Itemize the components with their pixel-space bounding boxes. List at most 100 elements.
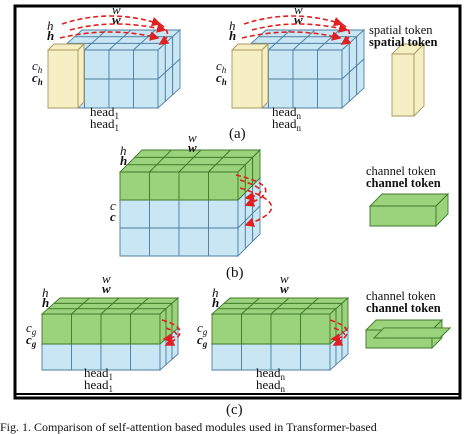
panel-c-h-label-n: h: [212, 285, 219, 300]
front-cell: [208, 171, 239, 201]
panel-a-attention-arrows-n: [241, 15, 352, 45]
panel-c-w-label-1: w: [102, 271, 111, 286]
front-cell: [178, 171, 209, 201]
front-cell: [268, 49, 294, 80]
panel-c-cg-label-n: cg: [197, 320, 208, 337]
panel-b-cube: [118, 148, 262, 258]
panel-a-w-label-1-bold: w: [112, 12, 121, 27]
front-cell: [178, 227, 209, 257]
side-cell: [252, 204, 261, 243]
panel-c-w-label-1-bold: w: [102, 281, 111, 296]
panel-a-w-label-n-bold: w: [294, 12, 303, 27]
panel-a: w w h h ch ch head1 head1 w w h h ch ch …: [32, 2, 437, 142]
front-cell: [300, 313, 331, 345]
panel-b-tag: (b): [226, 265, 244, 281]
panel-c-cg-label-1-bold: cg: [26, 332, 37, 349]
panel-c-channel-token-cube-2: [372, 326, 452, 340]
front-cell: [84, 49, 110, 80]
panel-c-w-label-n-bold: w: [280, 281, 289, 296]
side-cell: [341, 71, 350, 110]
panel-b-channel-token-cube: [368, 192, 450, 228]
front-cell: [119, 171, 150, 201]
panel-a-h-label-n-bold: h: [229, 28, 236, 43]
front-cell: [211, 343, 242, 371]
panel-c-headn-label-bold: headn: [256, 377, 286, 394]
front-cell: [130, 313, 161, 345]
panel-c-head1-cube: [40, 296, 180, 372]
panel-c-attention-arrows-1: [161, 319, 181, 346]
panel-a-ch-label-n: ch: [216, 58, 227, 75]
side-cell: [439, 326, 451, 340]
panel-a-headn-label-bold: headn: [272, 116, 302, 133]
panel-c-cg-label-n-bold: cg: [197, 332, 208, 349]
side-cell: [171, 296, 179, 335]
front-cell: [149, 171, 180, 201]
panel-c-channel-token-label: channel token: [366, 289, 437, 303]
side-cell: [157, 71, 166, 110]
panel-a-ch-label-n-bold: ch: [216, 70, 227, 87]
front-cell: [119, 227, 150, 257]
front-cell: [119, 199, 150, 229]
panel-c-head1-label-bold: head1: [84, 377, 113, 394]
panel-b-c-label-bold: c: [110, 209, 116, 224]
panel-a-headn-cube: [230, 28, 366, 110]
panel-b: w w h h c c channel token channel token …: [110, 130, 450, 281]
front-cell: [211, 313, 242, 345]
front-cell: [317, 78, 343, 109]
panel-a-head1-label: head1: [90, 104, 119, 121]
panel-b-channel-token-label: channel token: [366, 164, 437, 178]
figure-caption: Fig. 1. Comparison of self-attention bas…: [0, 420, 377, 434]
panel-c-head1-label: head1: [84, 365, 113, 382]
front-cell: [208, 227, 239, 257]
front-cell: [178, 199, 209, 229]
front-cell: [292, 78, 318, 109]
front-cell: [317, 49, 343, 80]
front-cell: [208, 199, 239, 229]
side-cell: [164, 64, 174, 103]
figure-canvas: w w h h ch ch head1 head1 w w h h ch ch …: [13, 2, 462, 418]
side-cell: [172, 57, 181, 96]
top-cell: [372, 327, 452, 339]
side-cell: [252, 148, 261, 187]
panel-c-h-label-1-bold: h: [42, 295, 49, 310]
panel-a-headn-label: headn: [272, 104, 302, 121]
side-cell: [77, 42, 85, 110]
top-cell: [368, 193, 450, 207]
panel-b-attention-arrows: [235, 174, 273, 227]
panel-a-h-label-n: h: [229, 18, 236, 33]
side-cell: [435, 192, 449, 228]
side-cell: [261, 42, 269, 110]
panel-a-spatial-token-cube: [390, 42, 426, 118]
panel-b-h-label: h: [120, 143, 127, 158]
front-cell: [130, 343, 161, 371]
panel-b-c-label: c: [110, 198, 116, 213]
side-cell: [341, 296, 349, 335]
front-cell: [149, 227, 180, 257]
front-cell: [369, 205, 437, 227]
panel-c-h-label-1: h: [42, 285, 49, 300]
figure-frame: [13, 4, 462, 400]
side-cell: [356, 57, 365, 96]
panel-a-h-label-1-bold: h: [47, 28, 54, 43]
panel-a-tag: (a): [229, 126, 246, 142]
front-cell: [100, 313, 131, 345]
panel-a-attention-arrows-1: [59, 15, 170, 45]
panel-a-spatial-token-label: spatial token: [369, 23, 433, 37]
panel-c-tag: (c): [226, 402, 243, 418]
panel-a-w-label-n: w: [294, 2, 303, 17]
front-cell: [292, 49, 318, 80]
side-cell: [335, 302, 343, 340]
panel-a-ch-label-1: ch: [32, 58, 43, 75]
panel-a-h-label-1: h: [47, 18, 54, 33]
front-cell: [108, 49, 134, 80]
front-cell: [41, 343, 72, 371]
panel-c-w-label-n: w: [280, 271, 289, 286]
panel-b-h-label-bold: h: [120, 153, 127, 168]
panel-c-headn-cube: [210, 296, 350, 372]
side-cell: [413, 42, 425, 118]
front-cell: [270, 313, 301, 345]
front-cell: [47, 49, 79, 109]
panel-c-h-label-n-bold: h: [212, 295, 219, 310]
front-cell: [133, 78, 159, 109]
side-cell: [348, 64, 358, 103]
